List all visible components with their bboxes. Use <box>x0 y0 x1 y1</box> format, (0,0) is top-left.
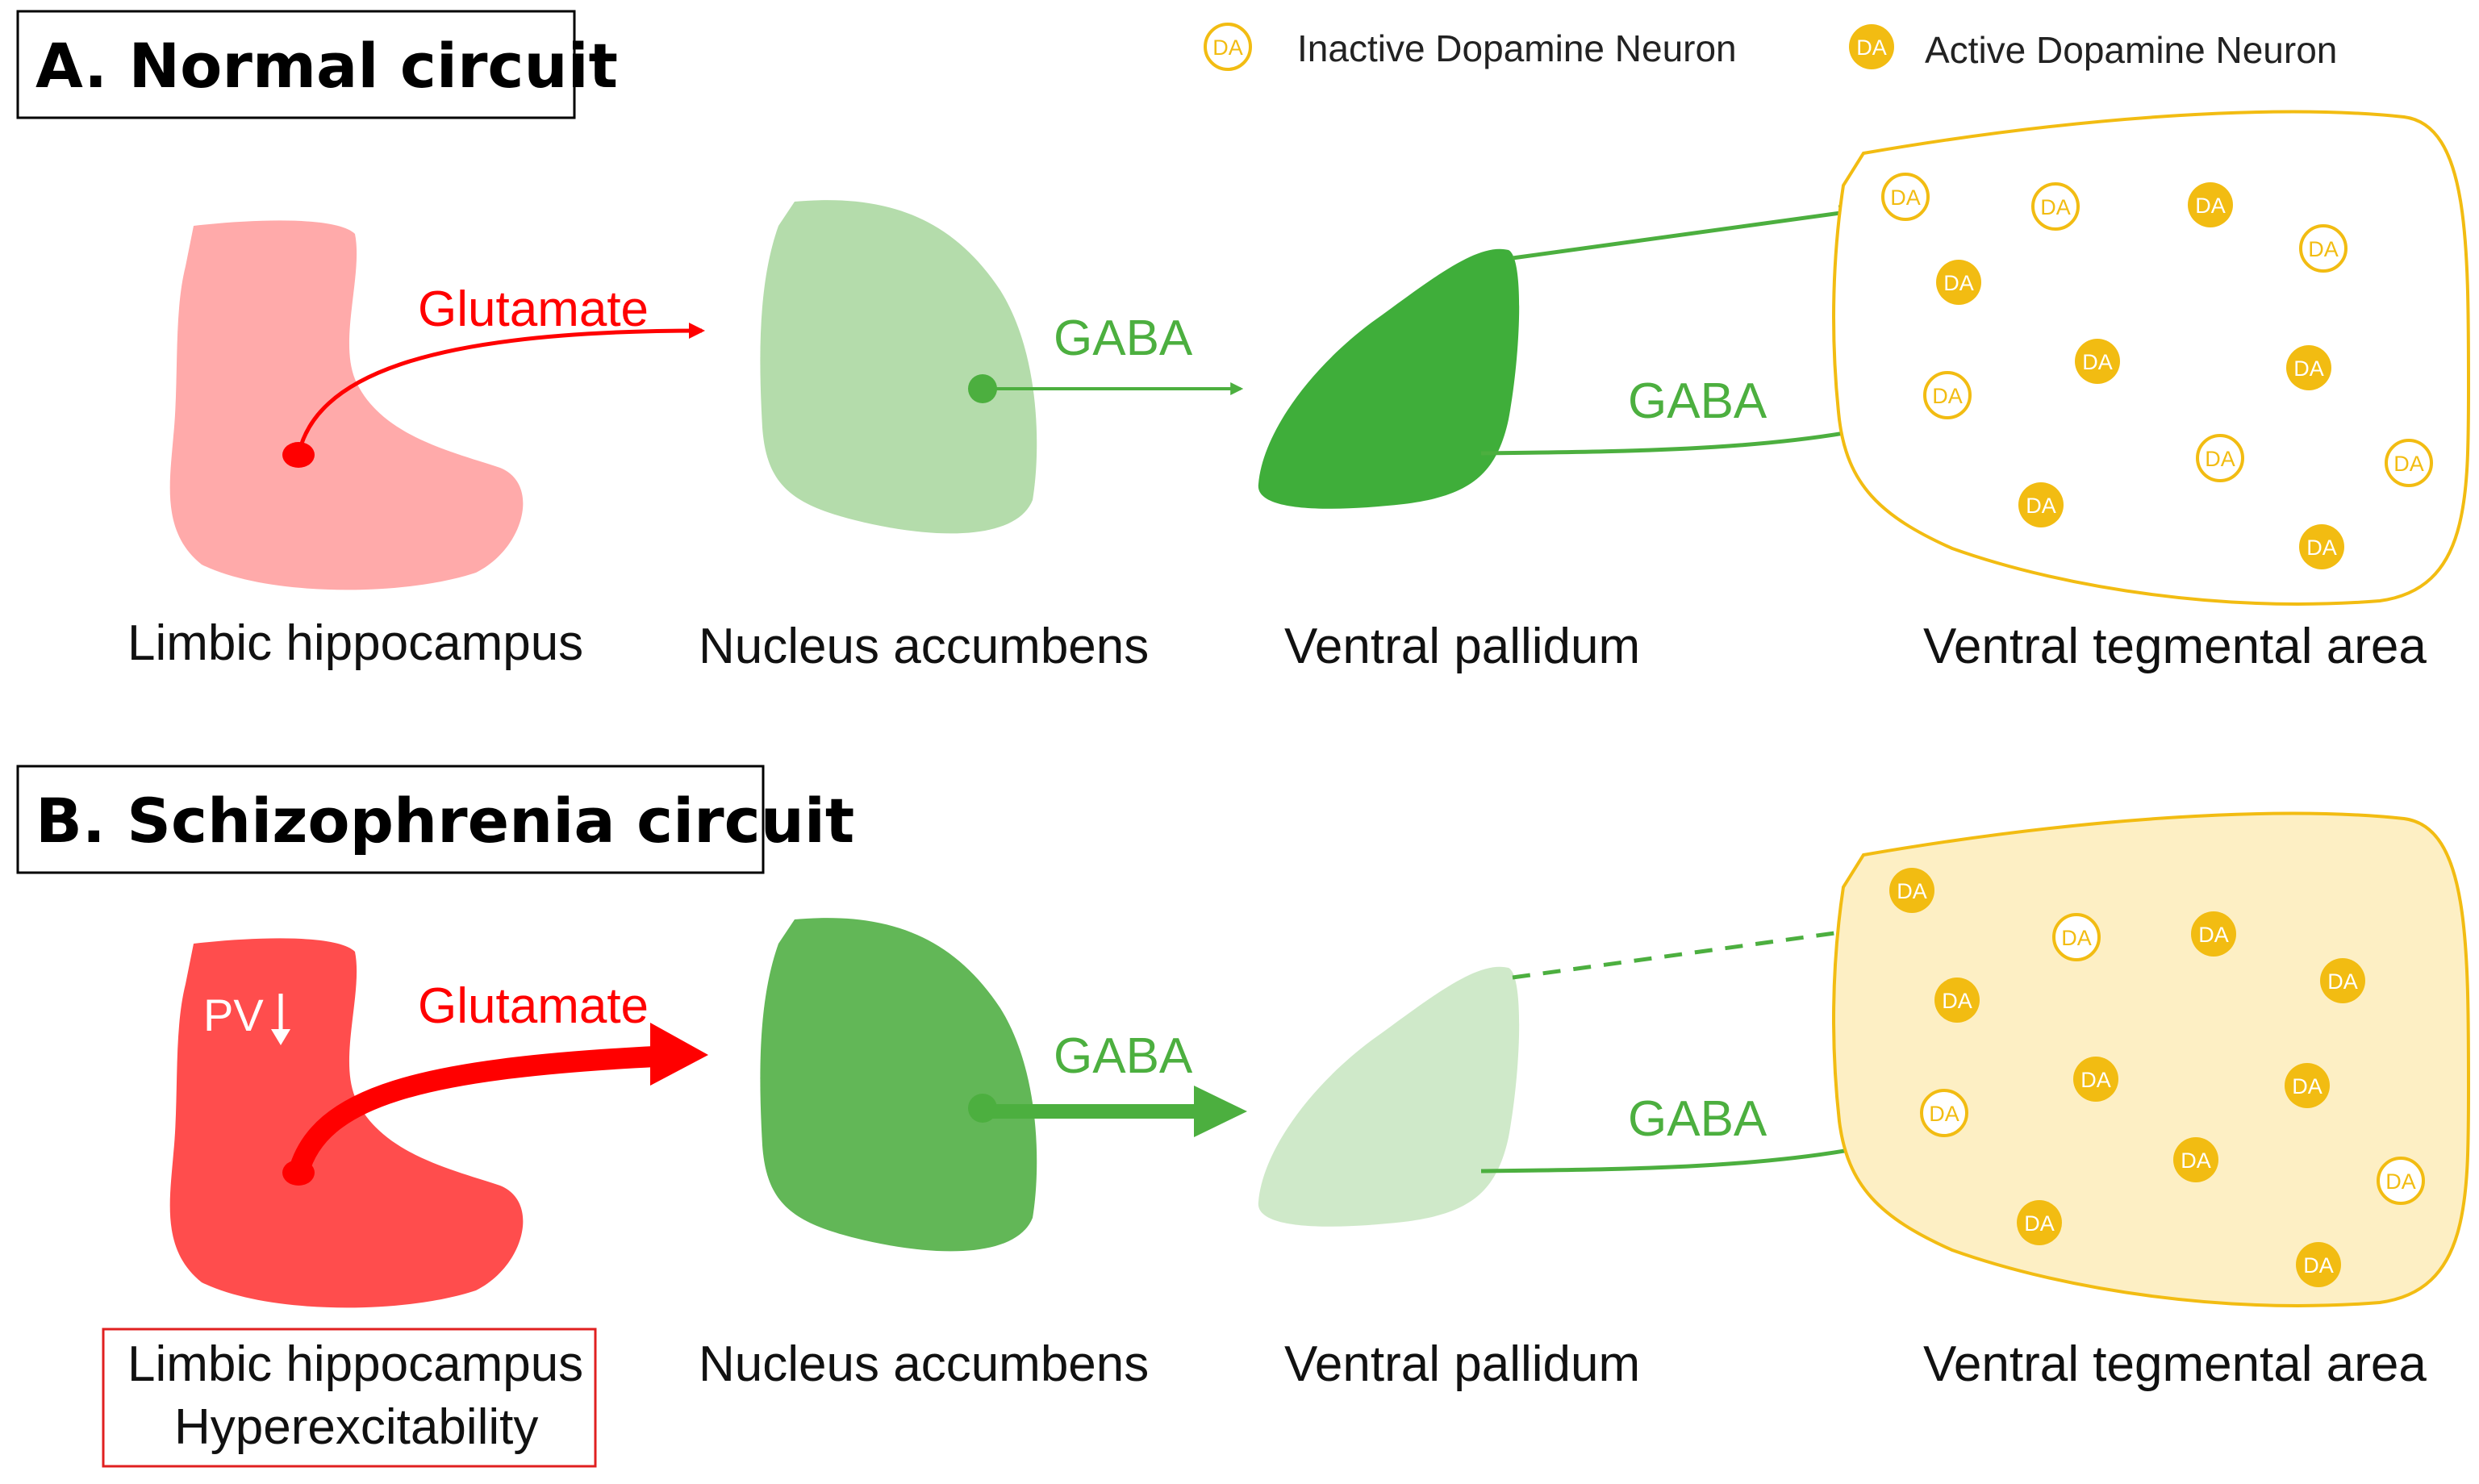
panel-a-gaba-arrow-upper <box>1512 205 1855 261</box>
panel-b-da-neuron-inactive-10 <box>2377 1157 2425 1205</box>
panel-b-da-neuron-active-7 <box>2285 1063 2330 1108</box>
panel-b-da-neuron-active-5 <box>1934 978 1980 1023</box>
panel-a-da-neuron-inactive-1 <box>1881 173 1930 221</box>
panel-a-da-neuron-label-9: DA <box>2205 447 2235 471</box>
panel-b-label-vta: Ventral tegmental area <box>1923 1336 2427 1392</box>
panel-b-glutamate-arrow <box>288 1046 656 1176</box>
panel-b-da-neuron-label-3: DA <box>2198 923 2229 947</box>
panel-a-ventral-pallidum-shape <box>1258 248 1520 509</box>
panel-a-title: A. Normal circuit <box>35 30 618 102</box>
panel-b-hippocampus-box-line2: Hyperexcitability <box>174 1399 538 1455</box>
panel-a-da-neuron-label-3: DA <box>2195 194 2226 218</box>
panel-a-gaba-label-1: GABA <box>1054 311 1193 366</box>
panel-a-da-neuron-active-3 <box>2188 182 2233 227</box>
panel-b-da-neuron-label-11: DA <box>2024 1211 2055 1236</box>
panel-b-vta-shape <box>1832 811 2470 1307</box>
panel-b-glutamate-arrowhead <box>650 1023 708 1086</box>
panel-b-da-neuron-active-11 <box>2017 1200 2062 1245</box>
panel-b-da-neuron-label-4: DA <box>2327 969 2358 994</box>
panel-a-glutamate-label: Glutamate <box>418 281 649 337</box>
panel-b-pv-label: PV <box>203 990 264 1040</box>
svg-text:DA: DA <box>1856 35 1887 60</box>
panel-b-gaba-label-2: GABA <box>1628 1091 1767 1147</box>
panel-a-da-neuron-label-2: DA <box>2040 195 2071 219</box>
panel-b-hippocampus-box <box>102 1328 597 1468</box>
panel-a-da-neuron-label-8: DA <box>1932 384 1963 408</box>
panel-a-vta-shape <box>1832 110 2470 606</box>
panel-a-da-neuron-label-1: DA <box>1890 186 1921 210</box>
panel-b-gaba-arrow-upper-dashed <box>1512 924 1855 980</box>
panel-b-glutamate-terminal <box>282 1160 315 1186</box>
panel-b-da-neuron-label-12: DA <box>2303 1253 2334 1278</box>
panel-a-glutamate-arrow <box>296 323 705 456</box>
panel-b-hippocampus-box-line1: Limbic hippocampus <box>127 1336 583 1392</box>
panel-b-nucleus-accumbens-shape <box>760 918 1037 1252</box>
legend-inactive-label: Inactive Dopamine Neuron <box>1297 27 1737 69</box>
panel-b-da-neuron-active-4 <box>2320 958 2365 1003</box>
panel-b-da-neuron-inactive-2 <box>2052 913 2101 961</box>
panel-b-title-box <box>16 765 765 874</box>
panel-a-da-neuron-active-5 <box>1936 260 1981 305</box>
panel-a-da-neuron-label-11: DA <box>2026 494 2056 518</box>
svg-text:DA: DA <box>1212 35 1243 60</box>
panel-a-da-neuron-inactive-8 <box>1923 371 1972 419</box>
pv-down-arrow-icon <box>271 994 290 1045</box>
panel-b-da-neuron-label-8: DA <box>1929 1102 1959 1126</box>
panel-a-da-neuron-label-6: DA <box>2082 350 2113 374</box>
panel-b-da-neuron-active-6 <box>2073 1057 2118 1102</box>
panel-b-gaba-arrowhead-1 <box>1194 1086 1247 1137</box>
panel-a-label-vta: Ventral tegmental area <box>1923 619 2427 674</box>
panel-a-title-box <box>16 10 576 119</box>
panel-b-da-neuron-label-6: DA <box>2080 1068 2111 1092</box>
panel-b-da-neuron-label-9: DA <box>2181 1148 2211 1173</box>
panel-a-label-ventral-pallidum: Ventral pallidum <box>1284 619 1640 674</box>
panel-a-da-neuron-label-5: DA <box>1943 271 1974 295</box>
legend-active-da-icon: DA <box>1849 24 1894 69</box>
panel-b-da-neuron-label-1: DA <box>1897 879 1927 903</box>
panel-a-label-nucleus-accumbens: Nucleus accumbens <box>699 619 1149 674</box>
panel-b-label-nucleus-accumbens: Nucleus accumbens <box>699 1336 1149 1392</box>
panel-a-vta-neurons: DA DA DA DA DA DA DA DA DA DA DA DA <box>1881 173 2433 569</box>
panel-a-da-neuron-label-12: DA <box>2306 536 2337 560</box>
panel-a-gaba-label-2: GABA <box>1628 373 1767 429</box>
panel-b-da-neuron-label-7: DA <box>2292 1074 2322 1098</box>
panel-a-da-neuron-label-4: DA <box>2308 237 2339 261</box>
panel-a-label-hippocampus: Limbic hippocampus <box>127 615 583 671</box>
panel-a-da-neuron-inactive-9 <box>2196 434 2244 482</box>
panel-b-da-neuron-active-3 <box>2191 911 2236 957</box>
panel-b-da-neuron-label-10: DA <box>2385 1169 2416 1194</box>
panel-b-da-neuron-label-2: DA <box>2061 926 2092 950</box>
panel-a: A. Normal circuit Glutamate GABA GABA DA… <box>16 10 2470 674</box>
panel-b-da-neuron-label-5: DA <box>1942 989 1972 1013</box>
panel-b-label-ventral-pallidum: Ventral pallidum <box>1284 1336 1640 1392</box>
legend-active-label: Active Dopamine Neuron <box>1925 29 2337 71</box>
panel-b: B. Schizophrenia circuit PV Glutamate GA… <box>16 765 2470 1468</box>
legend-inactive-da-icon: DA <box>1204 23 1252 71</box>
panel-b-da-neuron-active-9 <box>2173 1137 2218 1182</box>
panel-a-da-neuron-active-7 <box>2286 345 2331 390</box>
panel-b-glutamate-label: Glutamate <box>418 978 649 1034</box>
panel-a-hippocampus-shape <box>169 220 524 590</box>
panel-a-da-neuron-label-7: DA <box>2293 356 2324 381</box>
panel-b-vta-neurons: DA DA DA DA DA DA DA DA DA DA DA DA <box>1889 868 2425 1287</box>
panel-b-da-neuron-active-1 <box>1889 868 1934 913</box>
panel-b-gaba-label-1: GABA <box>1054 1028 1193 1084</box>
legend: DA Inactive Dopamine Neuron DA Active Do… <box>1204 23 2337 71</box>
panel-a-glutamate-terminal <box>282 442 315 468</box>
panel-a-da-neuron-label-10: DA <box>2393 452 2424 476</box>
panel-a-da-neuron-inactive-4 <box>2299 224 2348 273</box>
panel-b-da-neuron-active-12 <box>2296 1242 2341 1287</box>
panel-a-da-neuron-active-12 <box>2299 524 2344 569</box>
panel-b-ventral-pallidum-shape <box>1258 966 1520 1227</box>
panel-a-nucleus-accumbens-shape <box>760 200 1037 534</box>
panel-a-da-neuron-active-11 <box>2018 482 2064 527</box>
panel-a-da-neuron-active-6 <box>2075 339 2120 384</box>
panel-a-da-neuron-inactive-10 <box>2385 439 2433 487</box>
panel-a-da-neuron-inactive-2 <box>2031 182 2080 231</box>
panel-b-title: B. Schizophrenia circuit <box>35 785 854 857</box>
panel-b-da-neuron-inactive-8 <box>1920 1089 1968 1137</box>
